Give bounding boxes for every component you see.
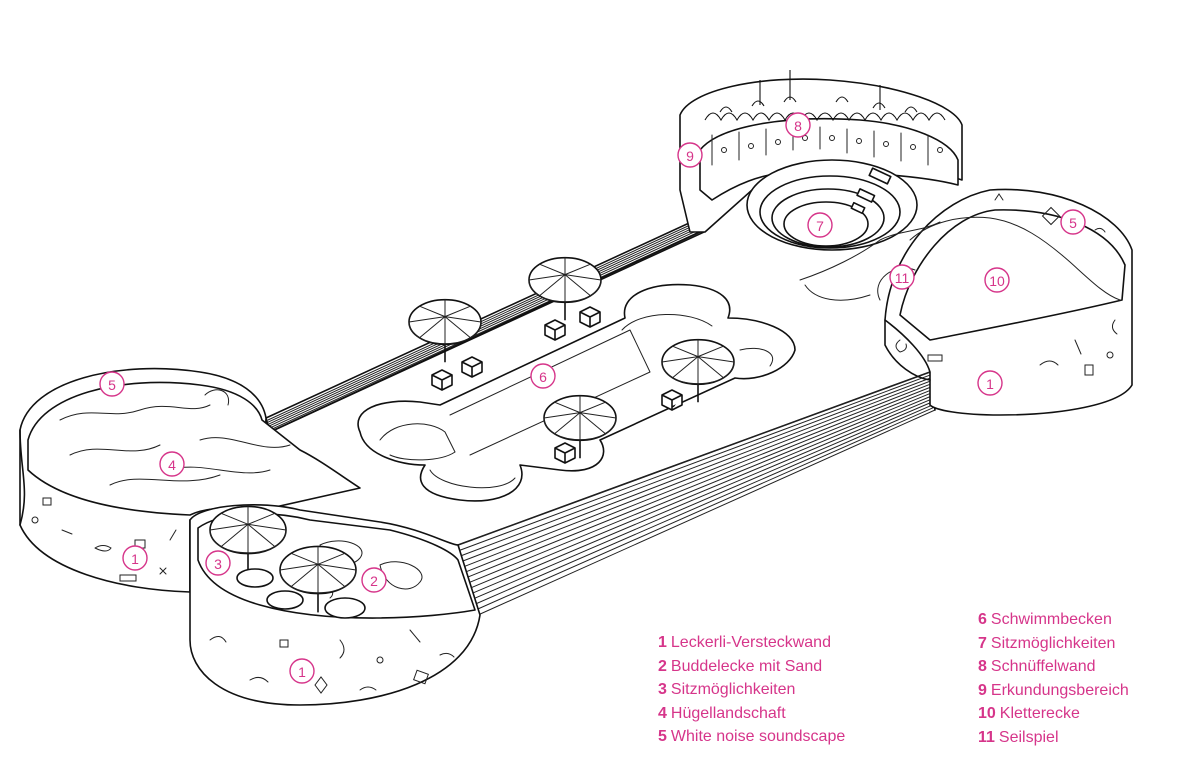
umbrellas [408,256,735,459]
legend-label: Kletterecke [999,705,1080,723]
left-upper-lobe [19,367,361,593]
legend-label: Hügellandschaft [670,704,786,722]
legend-label: Schwimmbecken [990,611,1112,628]
legend-label: White noise soundscape [670,728,846,746]
zone-marker: 5 [1060,209,1086,235]
zone-marker-label: 2 [370,573,378,589]
zone-marker: 1 [289,658,315,684]
zone-marker: 10 [984,267,1010,293]
legend-number: 11 [978,728,995,746]
zone-marker: 5 [99,371,125,397]
zone-marker-label: 1 [986,376,994,392]
legend-number: 7 [978,634,987,652]
legend-label: Seilspiel [998,728,1059,746]
zone-marker-label: 1 [131,551,139,567]
zone-marker: 4 [159,451,185,477]
legend-number: 8 [978,658,987,676]
legend-label: Sitzmöglichkeiten [670,681,796,699]
legend-label: Schnüffelwand [990,658,1096,676]
seating-cubes [431,306,683,464]
zone-marker: 6 [530,363,556,389]
zone-marker-label: 5 [108,377,116,393]
right-lower-lobe [799,188,1133,416]
legend-number: 2 [658,657,667,675]
zone-marker: 3 [205,550,231,576]
foliage [704,70,946,122]
legend-number: 9 [978,681,987,699]
zone-marker: 8 [785,112,811,138]
amphitheater [746,159,918,251]
zone-marker-label: 4 [168,457,176,473]
zone-marker-label: 10 [989,273,1005,289]
legend-number: 4 [658,704,667,722]
zone-marker: 7 [807,212,833,238]
legend-number: 6 [978,611,987,628]
legend-number: 5 [658,728,667,746]
zone-marker-label: 11 [895,270,910,286]
zone-marker-label: 7 [816,218,824,234]
zone-marker-label: 8 [794,118,802,134]
left-lower-lobe [189,504,481,706]
zone-marker: 2 [361,567,387,593]
legend-label: Leckerli-Versteckwand [670,634,831,651]
zone-marker: 1 [122,545,148,571]
right-upper-lobe [679,70,963,251]
zone-marker-label: 6 [539,369,547,385]
legend-number: 1 [658,634,667,651]
legend-label: Erkundungsbereich [990,681,1129,699]
zone-marker: 9 [677,142,703,168]
zone-marker-label: 3 [214,556,222,572]
legend-number: 3 [658,681,667,699]
zone-marker-label: 5 [1069,215,1077,231]
legend-label: Sitzmöglichkeiten [990,634,1116,652]
legend-number: 10 [978,705,996,723]
legend-label: Buddelecke mit Sand [670,657,823,675]
zone-marker: 1 [977,370,1003,396]
zone-marker-label: 9 [686,148,694,164]
zone-marker-label: 1 [298,664,306,680]
zone-marker: 11 [889,264,915,290]
zone-markers: 5 4 1 3 2 1 6 9 8 7 5 11 10 1 [99,112,1086,684]
